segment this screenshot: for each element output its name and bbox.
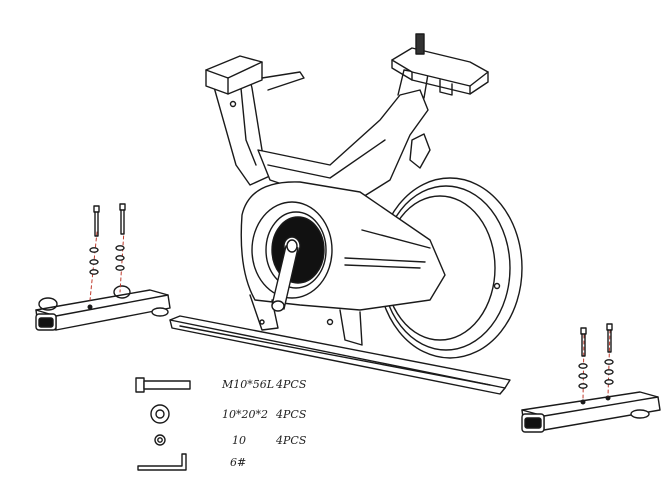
part-spec-spring-washer: 10 [232, 434, 246, 447]
center-base-tube [169, 315, 511, 395]
flat-washer-icon [150, 404, 170, 424]
part-spec-flat-washer: 10*20*2 [222, 408, 268, 421]
handlebar-mount [391, 33, 489, 96]
seat-clamp [205, 55, 305, 108]
crank-assembly [251, 201, 333, 312]
front-stabilizer [35, 229, 171, 331]
parts-legend-icons [135, 377, 191, 471]
spring-washer-icon [154, 434, 166, 446]
part-qty-spring-washer: 4PCS [276, 434, 307, 447]
part-qty-bolt: 4PCS [276, 378, 307, 391]
part-spec-allen-key: 6# [230, 456, 247, 469]
washer-icon [89, 245, 125, 275]
allen-key-icon [137, 453, 187, 471]
bolt-icon [135, 377, 191, 393]
bolt-icon [580, 323, 613, 357]
bolt-stack-right [578, 323, 614, 389]
rear-stabilizer [521, 329, 661, 433]
part-qty-flat-washer: 4PCS [276, 408, 307, 421]
bolt-icon [93, 203, 126, 237]
part-spec-bolt: M10*56L [222, 378, 275, 391]
bolt-stack-left [89, 203, 126, 275]
washer-icon [578, 359, 614, 389]
